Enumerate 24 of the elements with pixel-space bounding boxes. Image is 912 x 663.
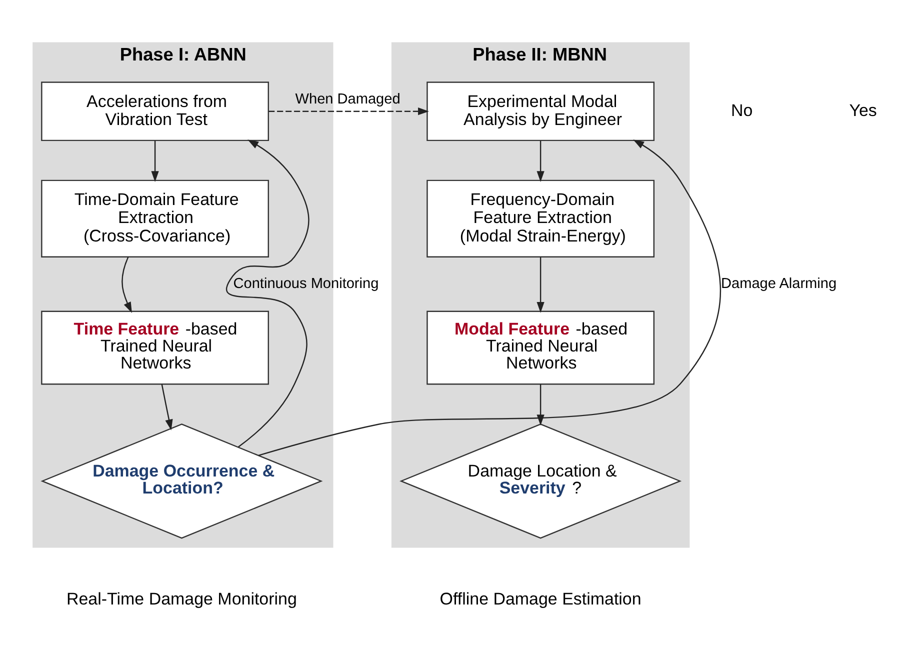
node-box: Time-Domain Feature Extraction (Cross-Covariance) (41, 179, 269, 257)
edge-label: Damage Alarming (721, 275, 837, 292)
edge-label: When Damaged (295, 91, 400, 108)
node-label: Real-Time Damage Monitoring (66, 588, 297, 608)
node-diamond: Damage Occurrence & Location? (40, 422, 323, 538)
label: Yes (849, 100, 877, 120)
arrow (161, 384, 173, 430)
node-diamond: Damage Location & Severity ? (400, 422, 682, 538)
node-box: Frequency-Domain Feature Extraction (Modal Strain-Energy) (426, 179, 655, 257)
arrow (268, 107, 429, 115)
node-box: Experimental Modal Analysis by Engineer (426, 81, 655, 141)
node-box: Accelerations from Vibration Test (41, 81, 269, 141)
node-label: Offline Damage Estimation (440, 588, 642, 608)
arrow (226, 139, 310, 447)
arrow (536, 140, 544, 182)
arrow (122, 256, 132, 312)
edge-label: Continuous Monitoring (233, 275, 379, 292)
label: No (730, 100, 753, 120)
node-box: Time Feature -based Trained Neural Networks (41, 310, 269, 384)
arrow (536, 256, 544, 312)
node-box: Modal Feature -based Trained Neural Networks (426, 310, 655, 384)
arrow (151, 140, 159, 182)
arrow (536, 384, 544, 426)
arrow (258, 139, 721, 456)
